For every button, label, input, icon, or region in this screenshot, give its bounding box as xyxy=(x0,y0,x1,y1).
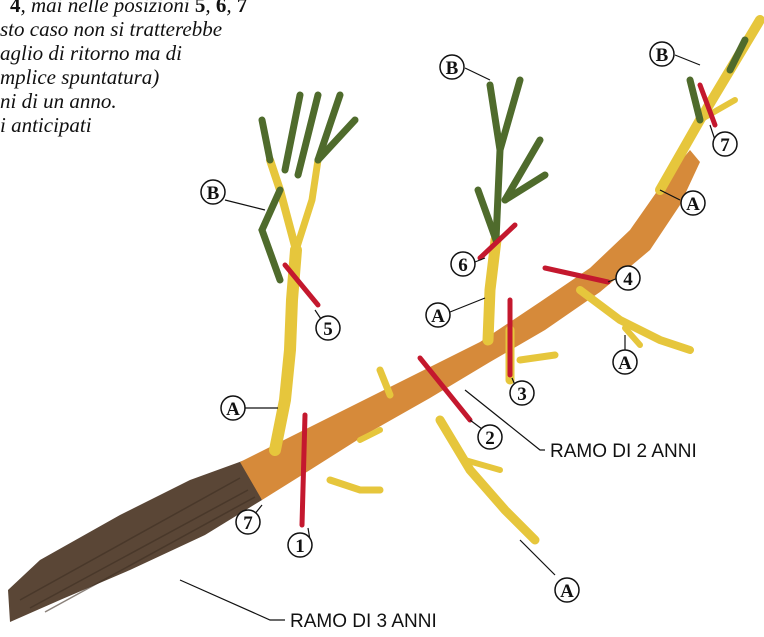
badge-a-bottom: A xyxy=(560,581,574,602)
badge-7-top: 7 xyxy=(720,135,730,156)
badge-1: 1 xyxy=(295,536,305,557)
badge-a-left: A xyxy=(226,399,240,420)
caption-line-2: sto caso non si tratterebbe xyxy=(0,18,222,40)
caption-line-5: ni di un anno. xyxy=(0,90,117,112)
badge-b-right: B xyxy=(656,45,669,66)
badge-6: 6 xyxy=(458,255,468,276)
badge-7-bottom: 7 xyxy=(243,513,253,534)
badge-5: 5 xyxy=(323,319,333,340)
caption-num-4: 4 xyxy=(10,0,21,17)
three-year-branch xyxy=(8,460,262,622)
badge-3: 3 xyxy=(517,384,527,405)
caption-line-1-text: , mai nelle posizioni xyxy=(21,0,195,17)
label-ramo-2-anni: RAMO DI 2 ANNI xyxy=(550,441,697,462)
badge-b-mid: B xyxy=(446,58,459,79)
caption-line-3: aglio di ritorno ma di xyxy=(0,42,182,64)
label-ramo-3-anni: RAMO DI 3 ANNI xyxy=(290,611,437,632)
badge-b-left: B xyxy=(207,183,220,204)
caption-sep-2: , xyxy=(226,0,237,17)
caption-num-5: 5 xyxy=(195,0,206,17)
badge-a-midleft: A xyxy=(431,306,445,327)
caption-num-6: 6 xyxy=(216,0,227,17)
caption-line-6: i anticipati xyxy=(0,114,92,136)
caption-line-4: mplice spuntatura) xyxy=(0,66,159,88)
caption-line-1: 4, mai nelle posizioni 5, 6, 7 xyxy=(10,0,247,16)
caption-num-7: 7 xyxy=(237,0,248,17)
caption-sep-1: , xyxy=(205,0,216,17)
caption-text: 4, mai nelle posizioni 5, 6, 7 sto caso … xyxy=(0,0,330,170)
badge-a-rightlower: A xyxy=(618,353,632,374)
badge-a-rightupper: A xyxy=(686,194,700,215)
badge-2: 2 xyxy=(485,428,495,449)
badge-4: 4 xyxy=(623,269,633,290)
